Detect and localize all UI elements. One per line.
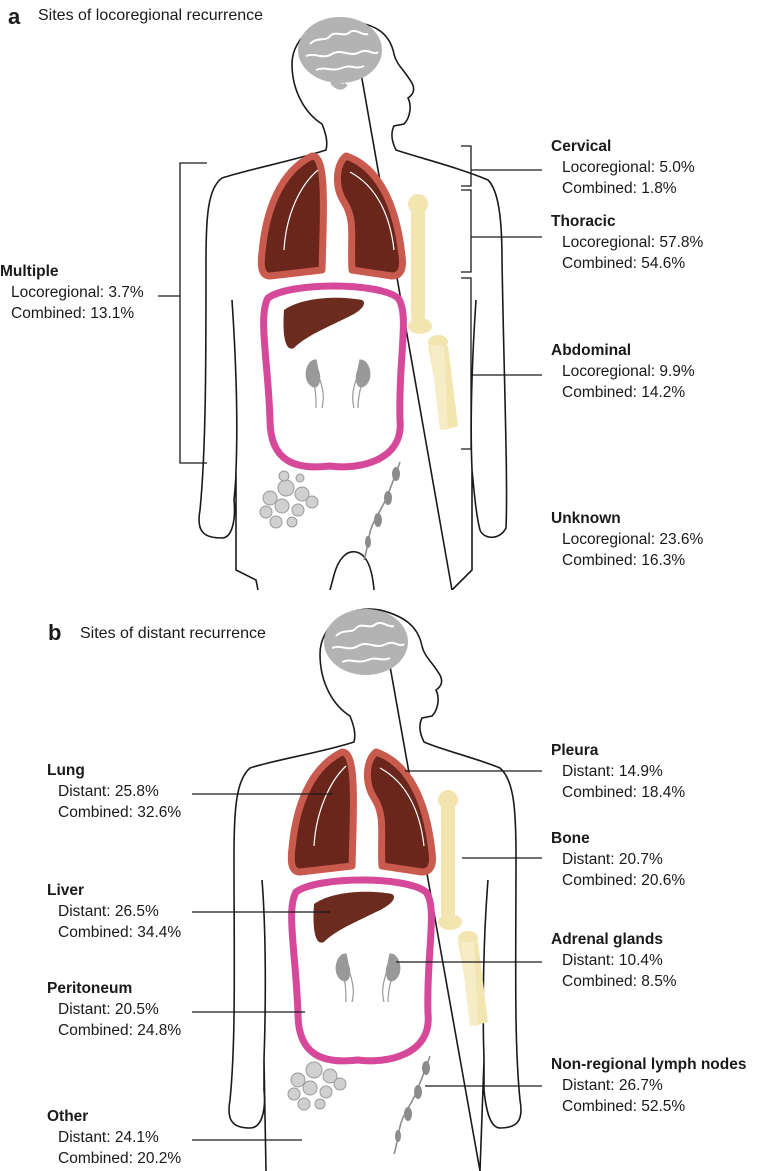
site-value-distant: Distant: 20.7% (562, 851, 663, 868)
site-value-combined: Combined: 54.6% (562, 255, 686, 272)
site-name: Pleura (551, 742, 599, 759)
bone-icon (438, 790, 488, 1026)
crotch (329, 550, 375, 590)
label-thoracic: Thoracic Locoregional: 57.8% Combined: 5… (551, 211, 703, 274)
brain-icon (324, 609, 408, 675)
site-name: Thoracic (551, 213, 616, 230)
panel-title-a: Sites of locoregional recurrence (38, 7, 264, 24)
lymph-node-icon (393, 1055, 431, 1155)
site-value-combined: Combined: 20.6% (562, 872, 686, 889)
site-name: Bone (551, 830, 590, 847)
liver-icon (283, 297, 365, 349)
inner-arm-left (261, 879, 267, 1061)
body-outline (228, 608, 522, 1171)
site-value-distant: Distant: 14.9% (562, 763, 663, 780)
site-name: Lung (47, 762, 85, 779)
panel-letter-b: b (48, 620, 62, 645)
body-diagram-a (158, 17, 542, 590)
cell-cluster-icon (259, 470, 319, 529)
peritoneum-outline (288, 876, 435, 1065)
leader-lines-b (192, 770, 542, 1141)
label-non-regional-lymph-nodes: Non-regional lymph nodes Distant: 26.7% … (551, 1054, 746, 1117)
panel-a: a Sites of locoregional recurrence Cervi… (0, 4, 703, 590)
site-value-combined: Combined: 24.8% (58, 1022, 182, 1039)
site-value-distant: Distant: 10.4% (562, 952, 663, 969)
label-abdominal: Abdominal Locoregional: 9.9% Combined: 1… (551, 340, 695, 403)
site-value-locoregional: Locoregional: 5.0% (562, 159, 695, 176)
label-cervical: Cervical Locoregional: 5.0% Combined: 1.… (551, 136, 695, 199)
inner-arm-left (231, 299, 238, 471)
kidney-icon (335, 953, 401, 1003)
site-value-distant: Distant: 26.5% (58, 903, 159, 920)
site-value-combined: Combined: 34.4% (58, 924, 182, 941)
site-value-distant: Distant: 25.8% (58, 783, 159, 800)
inner-arm-right (470, 299, 477, 471)
site-value-combined: Combined: 8.5% (562, 973, 677, 990)
site-value-locoregional: Locoregional: 9.9% (562, 363, 695, 380)
site-name: Adrenal glands (551, 931, 663, 948)
site-value-combined: Combined: 20.2% (58, 1150, 182, 1167)
label-pleura: Pleura Distant: 14.9% Combined: 18.4% (551, 740, 685, 803)
peritoneum-outline (260, 282, 407, 471)
site-name: Cervical (551, 138, 612, 155)
site-name: Other (47, 1108, 89, 1125)
label-multiple: Multiple Locoregional: 3.7% Combined: 13… (0, 261, 144, 324)
panel-title-b: Sites of distant recurrence (80, 625, 266, 642)
site-name: Abdominal (551, 342, 632, 359)
lymph-node-icon (363, 461, 401, 561)
site-value-locoregional: Locoregional: 3.7% (11, 284, 144, 301)
site-value-combined: Combined: 18.4% (562, 784, 686, 801)
inner-arm-right (482, 879, 489, 1061)
lung-icon (287, 748, 436, 876)
body-outline (198, 19, 508, 590)
label-liver: Liver Distant: 26.5% Combined: 34.4% (47, 880, 181, 943)
site-name: Unknown (551, 510, 621, 527)
label-bone: Bone Distant: 20.7% Combined: 20.6% (551, 828, 685, 891)
lung-icon (257, 152, 406, 280)
site-name: Multiple (0, 263, 59, 280)
kidney-icon (305, 359, 371, 409)
site-value-combined: Combined: 1.8% (562, 180, 677, 197)
panel-b: b Sites of distant recurrence Lung Dista… (0, 600, 762, 1171)
leader-lines-a (158, 145, 542, 464)
site-name: Peritoneum (47, 980, 133, 997)
body-diagram-b (192, 608, 542, 1171)
site-value-distant: Distant: 20.5% (58, 1001, 159, 1018)
label-peritoneum: Peritoneum Distant: 20.5% Combined: 24.8… (47, 978, 181, 1041)
site-value-combined: Combined: 52.5% (562, 1098, 686, 1115)
panel-letter-a: a (8, 4, 21, 29)
site-value-combined: Combined: 32.6% (58, 804, 182, 821)
site-value-combined: Combined: 13.1% (11, 305, 135, 322)
label-unknown: Unknown Locoregional: 23.6% Combined: 16… (551, 508, 703, 571)
label-adrenal-glands: Adrenal glands Distant: 10.4% Combined: … (551, 929, 677, 992)
liver-icon (313, 891, 395, 943)
site-value-locoregional: Locoregional: 57.8% (562, 234, 704, 251)
site-name: Non-regional lymph nodes (551, 1056, 747, 1073)
brain-icon (298, 17, 382, 90)
site-value-combined: Combined: 16.3% (562, 552, 686, 569)
site-value-combined: Combined: 14.2% (562, 384, 686, 401)
site-value-locoregional: Locoregional: 23.6% (562, 531, 704, 548)
label-other: Other Distant: 24.1% Combined: 20.2% (47, 1106, 181, 1169)
site-name: Liver (47, 882, 85, 899)
bone-icon (408, 194, 458, 430)
label-lung: Lung Distant: 25.8% Combined: 32.6% (47, 760, 181, 823)
cell-cluster-icon (287, 1061, 347, 1111)
site-value-distant: Distant: 26.7% (562, 1077, 663, 1094)
site-value-distant: Distant: 24.1% (58, 1129, 159, 1146)
